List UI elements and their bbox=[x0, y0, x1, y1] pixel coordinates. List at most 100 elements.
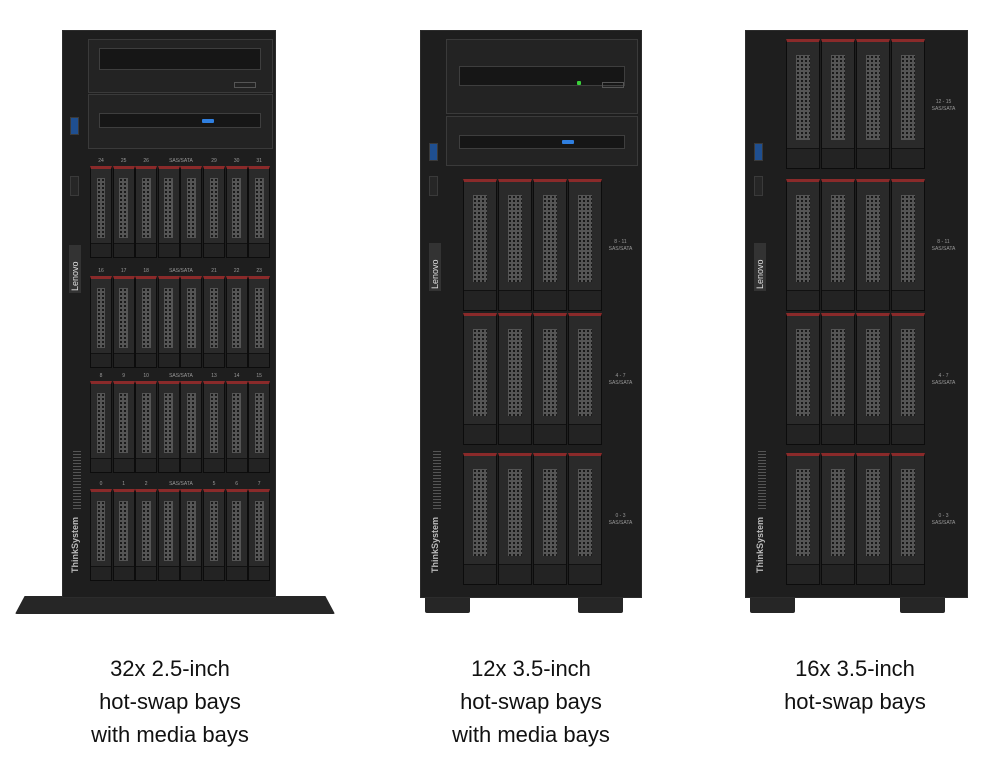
drive-handle[interactable] bbox=[226, 565, 247, 580]
drive-handle[interactable] bbox=[569, 289, 601, 310]
hot-swap-drive[interactable] bbox=[856, 39, 890, 169]
drive-handle[interactable] bbox=[91, 457, 111, 472]
drive-handle[interactable] bbox=[113, 352, 134, 367]
hot-swap-drive[interactable] bbox=[498, 179, 532, 311]
eject-button[interactable] bbox=[202, 119, 214, 123]
drive-handle[interactable] bbox=[91, 352, 111, 367]
drive-handle[interactable] bbox=[158, 352, 179, 367]
hot-swap-drive[interactable] bbox=[180, 276, 203, 368]
hot-swap-drive[interactable] bbox=[90, 489, 112, 581]
hot-swap-drive[interactable] bbox=[821, 313, 855, 445]
drive-handle[interactable] bbox=[226, 242, 247, 257]
drive-handle[interactable] bbox=[249, 565, 270, 580]
drive-handle[interactable] bbox=[787, 289, 819, 310]
drive-handle[interactable] bbox=[534, 563, 566, 584]
drive-handle[interactable] bbox=[569, 423, 601, 444]
drive-handle[interactable] bbox=[204, 242, 224, 257]
hot-swap-drive[interactable] bbox=[786, 179, 820, 311]
drive-handle[interactable] bbox=[534, 423, 566, 444]
hot-swap-drive[interactable] bbox=[821, 179, 855, 311]
hot-swap-drive[interactable] bbox=[225, 381, 248, 473]
drive-handle[interactable] bbox=[204, 352, 224, 367]
hot-swap-drive[interactable] bbox=[248, 489, 271, 581]
hot-swap-drive[interactable] bbox=[112, 381, 135, 473]
drive-handle[interactable] bbox=[787, 423, 819, 444]
drive-handle[interactable] bbox=[113, 565, 134, 580]
hot-swap-drive[interactable] bbox=[533, 453, 567, 585]
drive-handle[interactable] bbox=[181, 352, 202, 367]
hot-swap-drive[interactable] bbox=[157, 489, 180, 581]
hot-swap-drive[interactable] bbox=[112, 276, 135, 368]
hot-swap-drive[interactable] bbox=[225, 489, 248, 581]
hot-swap-drive[interactable] bbox=[463, 179, 497, 311]
hot-swap-drive[interactable] bbox=[112, 166, 135, 258]
drive-handle[interactable] bbox=[822, 563, 854, 584]
drive-handle[interactable] bbox=[499, 563, 531, 584]
hot-swap-drive[interactable] bbox=[225, 276, 248, 368]
drive-handle[interactable] bbox=[204, 565, 224, 580]
drive-handle[interactable] bbox=[857, 423, 889, 444]
drive-handle[interactable] bbox=[464, 289, 496, 310]
hot-swap-drive[interactable] bbox=[856, 453, 890, 585]
drive-handle[interactable] bbox=[892, 289, 924, 310]
hot-swap-drive[interactable] bbox=[891, 39, 925, 169]
hot-swap-drive[interactable] bbox=[157, 276, 180, 368]
hot-swap-drive[interactable] bbox=[498, 453, 532, 585]
drive-handle[interactable] bbox=[787, 563, 819, 584]
drive-handle[interactable] bbox=[857, 147, 889, 168]
hot-swap-drive[interactable] bbox=[180, 166, 203, 258]
hot-swap-drive[interactable] bbox=[891, 453, 925, 585]
hot-swap-drive[interactable] bbox=[203, 489, 225, 581]
drive-handle[interactable] bbox=[249, 242, 270, 257]
hot-swap-drive[interactable] bbox=[90, 166, 112, 258]
drive-handle[interactable] bbox=[158, 242, 179, 257]
drive-handle[interactable] bbox=[136, 352, 157, 367]
hot-swap-drive[interactable] bbox=[90, 381, 112, 473]
hot-swap-drive[interactable] bbox=[225, 166, 248, 258]
drive-handle[interactable] bbox=[136, 242, 157, 257]
hot-swap-drive[interactable] bbox=[248, 166, 271, 258]
drive-handle[interactable] bbox=[857, 563, 889, 584]
drive-handle[interactable] bbox=[181, 565, 202, 580]
drive-handle[interactable] bbox=[892, 423, 924, 444]
drive-handle[interactable] bbox=[91, 565, 111, 580]
hot-swap-drive[interactable] bbox=[135, 489, 158, 581]
hot-swap-drive[interactable] bbox=[498, 313, 532, 445]
hot-swap-drive[interactable] bbox=[203, 166, 225, 258]
drive-handle[interactable] bbox=[91, 242, 111, 257]
drive-handle[interactable] bbox=[892, 563, 924, 584]
hot-swap-drive[interactable] bbox=[533, 179, 567, 311]
drive-handle[interactable] bbox=[249, 457, 270, 472]
hot-swap-drive[interactable] bbox=[248, 276, 271, 368]
drive-handle[interactable] bbox=[113, 457, 134, 472]
drive-handle[interactable] bbox=[857, 289, 889, 310]
drive-handle[interactable] bbox=[226, 457, 247, 472]
hot-swap-drive[interactable] bbox=[135, 381, 158, 473]
drive-handle[interactable] bbox=[499, 423, 531, 444]
drive-handle[interactable] bbox=[158, 565, 179, 580]
drive-handle[interactable] bbox=[204, 457, 224, 472]
drive-handle[interactable] bbox=[113, 242, 134, 257]
drive-handle[interactable] bbox=[822, 423, 854, 444]
drive-handle[interactable] bbox=[822, 289, 854, 310]
drive-handle[interactable] bbox=[181, 457, 202, 472]
hot-swap-drive[interactable] bbox=[856, 313, 890, 445]
hot-swap-drive[interactable] bbox=[135, 166, 158, 258]
drive-handle[interactable] bbox=[136, 457, 157, 472]
drive-handle[interactable] bbox=[787, 147, 819, 168]
eject-button[interactable] bbox=[562, 140, 574, 144]
hot-swap-drive[interactable] bbox=[203, 276, 225, 368]
drive-handle[interactable] bbox=[822, 147, 854, 168]
drive-handle[interactable] bbox=[569, 563, 601, 584]
drive-handle[interactable] bbox=[226, 352, 247, 367]
drive-handle[interactable] bbox=[136, 565, 157, 580]
drive-handle[interactable] bbox=[181, 242, 202, 257]
hot-swap-drive[interactable] bbox=[180, 381, 203, 473]
drive-handle[interactable] bbox=[892, 147, 924, 168]
hot-swap-drive[interactable] bbox=[891, 313, 925, 445]
hot-swap-drive[interactable] bbox=[157, 166, 180, 258]
hot-swap-drive[interactable] bbox=[891, 179, 925, 311]
hot-swap-drive[interactable] bbox=[568, 453, 602, 585]
hot-swap-drive[interactable] bbox=[180, 489, 203, 581]
drive-handle[interactable] bbox=[499, 289, 531, 310]
